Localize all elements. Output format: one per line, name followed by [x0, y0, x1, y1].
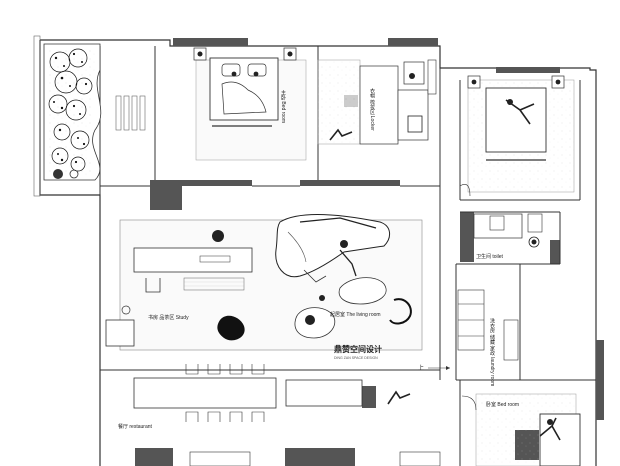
bedroom-lower-right: 卧室 Bed room — [461, 393, 581, 466]
terrace-garden — [43, 43, 102, 181]
cloakroom-label: 衣帽 梳妆区 Locker — [369, 87, 375, 131]
interior-walls — [99, 46, 596, 466]
hall-rugs — [115, 95, 146, 131]
brand-stamp: 鼎赞空间设计 DING ZAN SPACE DESIGN — [334, 344, 382, 360]
restaurant-label: 餐厅 restaurant — [118, 423, 153, 430]
bedroom-right — [459, 75, 575, 197]
laundry-label: 洗衣房 储藏 家政 laundry room — [489, 317, 495, 386]
brand-name: 鼎赞空间设计 — [334, 344, 382, 354]
toilet-label: 卫生间 toilet — [476, 253, 504, 260]
bedroom-label: 卧室 Bed room — [486, 401, 519, 408]
master-bedroom: 主卧 Bed room — [193, 47, 307, 161]
dining-area: 餐厅 restaurant — [118, 364, 441, 466]
toilet-room: 卫生间 toilet — [473, 213, 543, 260]
living-study-zone: 书房 品茶区 Study 起居室 The living room — [105, 213, 423, 351]
up-arrow-label: 上 — [418, 364, 424, 372]
study-label: 书房 品茶区 Study — [148, 314, 189, 321]
master-bedroom-label: 主卧 Bed room — [280, 89, 286, 123]
living-room-label: 起居室 The living room — [330, 311, 381, 318]
stair-marker: 上 — [418, 364, 450, 372]
brand-subtitle: DING ZAN SPACE DESIGN — [334, 356, 378, 360]
cloakroom: 衣帽 梳妆区 Locker — [317, 59, 437, 145]
laundry-room: 洗衣房 储藏 家政 laundry room — [457, 289, 519, 386]
